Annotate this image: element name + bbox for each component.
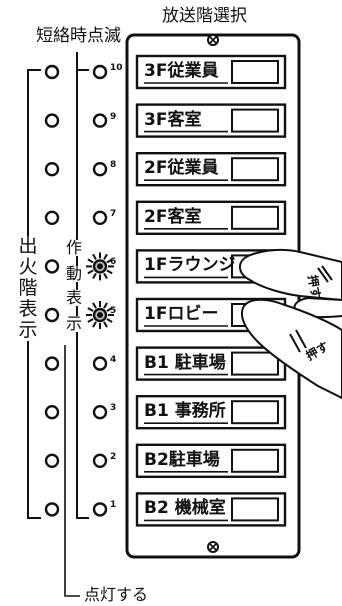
floor-button-window [231, 497, 279, 522]
floor-number: 4 [110, 354, 117, 365]
lamp-lit-burst-icon [86, 252, 114, 281]
floor-label: 3F客室 [144, 109, 202, 130]
fire-display-lamp [44, 356, 60, 371]
bottom-screw-icon [207, 541, 219, 553]
floor-button-window [231, 157, 279, 182]
display-char-1: 表 [66, 288, 83, 307]
pushing-hand-lower [240, 298, 342, 400]
fire-display-lamp [44, 307, 60, 323]
floor-number: 10 [110, 63, 123, 73]
floor-label: B2駐車場 [144, 449, 220, 470]
operate-char-2: 動 [66, 264, 83, 283]
fire-display-lamp [44, 210, 60, 226]
fire-display-lamp [44, 161, 60, 177]
floor-button-window [231, 205, 279, 230]
fire-display-lamp [44, 405, 60, 420]
lit-leader [64, 345, 80, 597]
floor-button-window [231, 448, 279, 473]
fire-display-lamp [44, 502, 60, 517]
lamp-lit-burst-icon [86, 301, 114, 329]
blink-title: 短絡時点滅 [36, 26, 121, 46]
operate-char-1: 作 [66, 238, 83, 257]
floor-label: B1 駐車場 [144, 352, 226, 373]
floor-button-window [231, 60, 279, 84]
operate-lamp [92, 502, 108, 517]
fire-label-char: 火 [17, 256, 39, 278]
push-label-upper: 押す [305, 273, 324, 300]
operate-lamp [92, 356, 108, 371]
floor-button-window [231, 400, 279, 425]
floor-number: 6 [110, 257, 117, 268]
floor-label: B2 機械室 [144, 498, 226, 519]
fire-display-lamp [44, 113, 60, 128]
top-screw-icon [207, 34, 219, 46]
floor-number: 8 [110, 160, 117, 171]
fire-label-char: 表 [17, 298, 39, 320]
floor-label: 1Fロビー [144, 304, 219, 324]
operate-lamp [92, 161, 108, 177]
selector-title: 放送階選択 [162, 6, 247, 26]
fire-label-char: 出 [17, 235, 39, 257]
fire-display-lamp [44, 64, 60, 80]
floor-number: 1 [110, 500, 117, 511]
floor-label: 1Fラウンジ [144, 255, 236, 276]
lit-label: 点灯する [84, 585, 149, 604]
floor-number: 9 [110, 111, 117, 122]
floor-label: 2F従業員 [144, 158, 219, 179]
fire-display-lamp [44, 259, 60, 274]
floor-label: 3F従業員 [144, 61, 219, 81]
operate-lamp [92, 405, 108, 420]
floor-button-window [231, 108, 279, 133]
fire-label-char: 示 [17, 319, 39, 341]
operate-lamp [92, 64, 108, 80]
floor-label: 2F客室 [144, 206, 202, 227]
display-char-2: 示 [66, 314, 83, 333]
floor-label: B1 事務所 [144, 401, 226, 422]
floor-button-window [231, 351, 279, 376]
operate-lamp [92, 453, 108, 468]
floor-number: 2 [110, 451, 117, 462]
floor-number: 7 [110, 208, 117, 219]
operate-lamp [92, 210, 108, 226]
fire-display-lamp [44, 453, 60, 468]
floor-number: 5 [110, 306, 117, 316]
operate-lamp [92, 113, 108, 128]
fire-label-char: 階 [17, 277, 39, 299]
floor-number: 3 [110, 403, 117, 414]
